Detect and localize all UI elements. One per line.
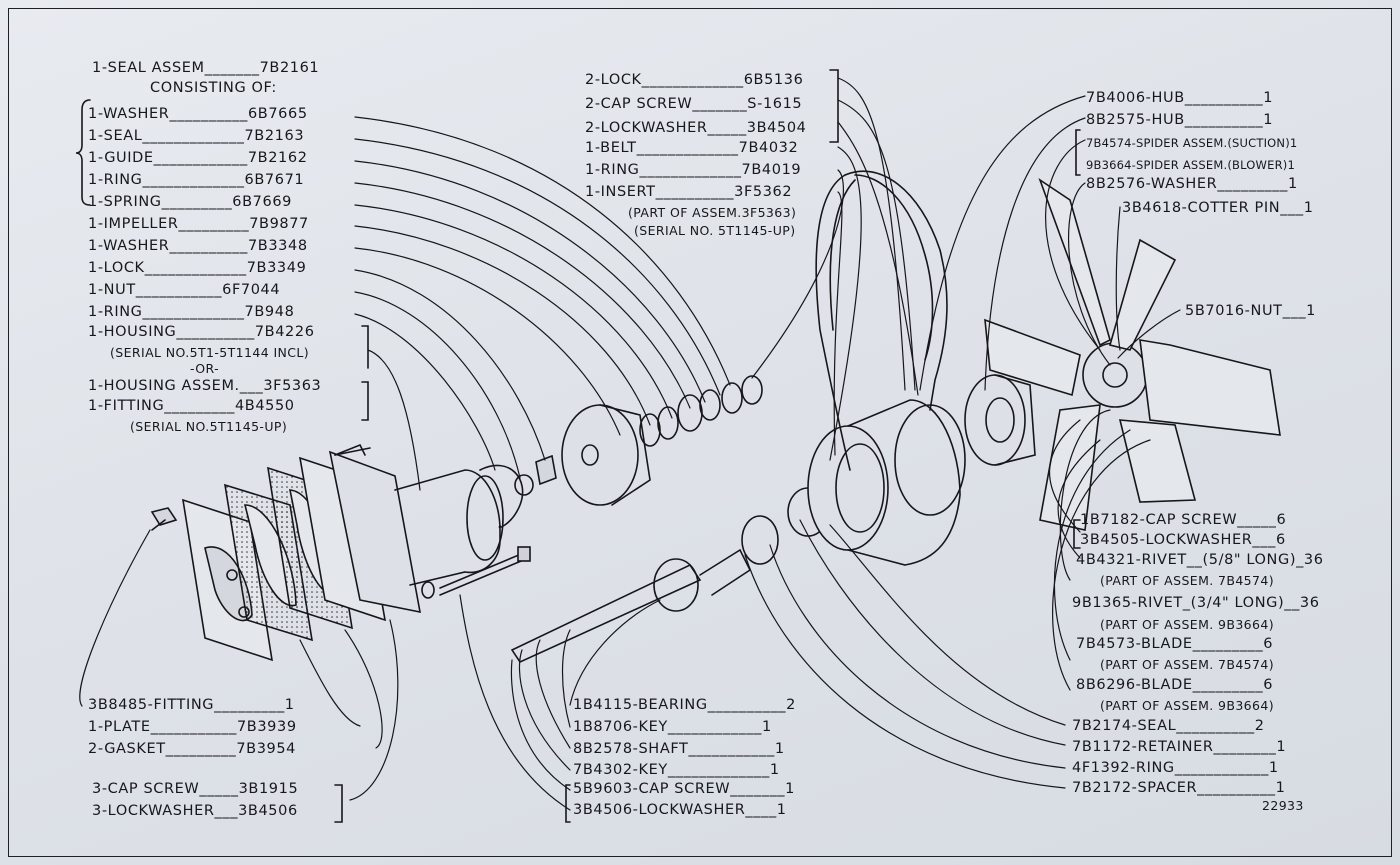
part-label: 3B8485-FITTING_________1 [88, 697, 295, 713]
part-label: 1B8706-KEY____________1 [573, 719, 772, 735]
part-label: 1-NUT___________6F7044 [88, 282, 281, 298]
assembly-note: (PART OF ASSEM.3F5363) [628, 205, 797, 220]
part-label: 3B4505-LOCKWASHER___6 [1080, 532, 1286, 548]
part-label: 8B2578-SHAFT___________1 [573, 741, 785, 757]
serial-note: (SERIAL NO. 5T1145-UP) [634, 223, 796, 238]
part-label: 1-HOUSING ASSEM.___3F5363 [88, 378, 322, 394]
part-label: 3-CAP SCREW_____3B1915 [92, 781, 299, 797]
part-label: 1-RING_____________7B4019 [585, 162, 802, 178]
seal-assembly-title: 1-SEAL ASSEM_______7B2161 [92, 60, 320, 76]
pulley [807, 399, 966, 566]
part-label: 1-HOUSING__________7B4226 [88, 324, 315, 340]
part-label: 1-LOCK_____________7B3349 [88, 260, 307, 276]
part-label: 1-WASHER__________7B3348 [88, 238, 308, 254]
fitting-part [150, 507, 178, 531]
shaft-assembly [510, 487, 829, 664]
part-label: 7B4006-HUB__________1 [1086, 90, 1274, 106]
part-label: 3B4618-COTTER PIN___1 [1122, 200, 1314, 216]
part-label: 8B6296-BLADE_________6 [1076, 677, 1274, 693]
part-label: 9B3664-SPIDER ASSEM.(BLOWER)1 [1086, 158, 1295, 172]
part-label: 8B2576-WASHER_________1 [1086, 176, 1298, 192]
part-label: 7B2174-SEAL__________2 [1072, 718, 1265, 734]
consisting-of-label: CONSISTING OF: [150, 80, 277, 96]
part-label: 7B2172-SPACER__________1 [1072, 780, 1286, 796]
part-label: 7B4302-KEY_____________1 [573, 762, 780, 778]
part-label: 1-RING_____________7B948 [88, 304, 295, 320]
part-label: 1-GUIDE____________7B2162 [88, 150, 308, 166]
part-label: 3-LOCKWASHER___3B4506 [92, 803, 298, 819]
ring-and-nut [479, 454, 557, 529]
serial-note: (SERIAL NO.5T1145-UP) [130, 419, 288, 434]
cap-screw [421, 546, 531, 599]
assembly-note: (PART OF ASSEM. 9B3664) [1100, 698, 1275, 713]
part-label: 7B1172-RETAINER________1 [1072, 739, 1287, 755]
fan-assembly [984, 177, 1281, 531]
part-label: 4F1392-RING____________1 [1072, 760, 1279, 776]
part-label: 2-GASKET_________7B3954 [88, 741, 296, 757]
impeller [561, 404, 651, 506]
part-label: 2-CAP SCREW_______S-1615 [585, 96, 803, 112]
assembly-note: (PART OF ASSEM. 9B3664) [1100, 617, 1275, 632]
part-label: 5B9603-CAP SCREW_______1 [573, 781, 795, 797]
seal-rings [639, 375, 763, 447]
part-label: 3B4506-LOCKWASHER____1 [573, 802, 787, 818]
serial-note: (SERIAL NO.5T1-5T1144 INCL) [110, 345, 310, 360]
part-label: 1-FITTING_________4B4550 [88, 398, 295, 414]
part-label: 1-WASHER__________6B7665 [88, 106, 308, 122]
part-label: 9B1365-RIVET_(3/4" LONG)__36 [1072, 595, 1320, 611]
part-label: 1B4115-BEARING__________2 [573, 697, 796, 713]
part-label: 1-RING_____________6B7671 [88, 172, 305, 188]
assembly-note: (PART OF ASSEM. 7B4574) [1100, 573, 1275, 588]
part-label: 4B4321-RIVET__(5/8" LONG)_36 [1076, 552, 1324, 568]
grouping-brackets [75, 69, 1081, 823]
part-label: 1-IMPELLER_________7B9877 [88, 216, 309, 232]
or-label: -OR- [190, 361, 219, 376]
part-label: 7B4574-SPIDER ASSEM.(SUCTION)1 [1086, 136, 1298, 150]
part-label: 2-LOCK_____________6B5136 [585, 72, 804, 88]
hub [964, 374, 1036, 466]
part-label: 1-SPRING_________6B7669 [88, 194, 292, 210]
sheet-border [8, 8, 1392, 857]
plate-and-gaskets [182, 456, 387, 662]
leader-lines [79, 77, 1181, 811]
figure-number: 22933 [1262, 798, 1304, 813]
part-label: 2-LOCKWASHER_____3B4504 [585, 120, 807, 136]
part-label: 1-BELT_____________7B4032 [585, 140, 799, 156]
assembly-note: (PART OF ASSEM. 7B4574) [1100, 657, 1275, 672]
part-label: 7B4573-BLADE_________6 [1076, 636, 1274, 652]
part-label: 1-SEAL_____________7B2163 [88, 128, 305, 144]
part-label: 1-PLATE___________7B3939 [88, 719, 297, 735]
v-belt [815, 170, 948, 471]
part-label: 1B7182-CAP SCREW_____6 [1080, 512, 1287, 528]
part-label: 8B2575-HUB__________1 [1086, 112, 1274, 128]
part-label: 5B7016-NUT___1 [1185, 303, 1316, 319]
part-label: 1-INSERT__________3F5362 [585, 184, 793, 200]
